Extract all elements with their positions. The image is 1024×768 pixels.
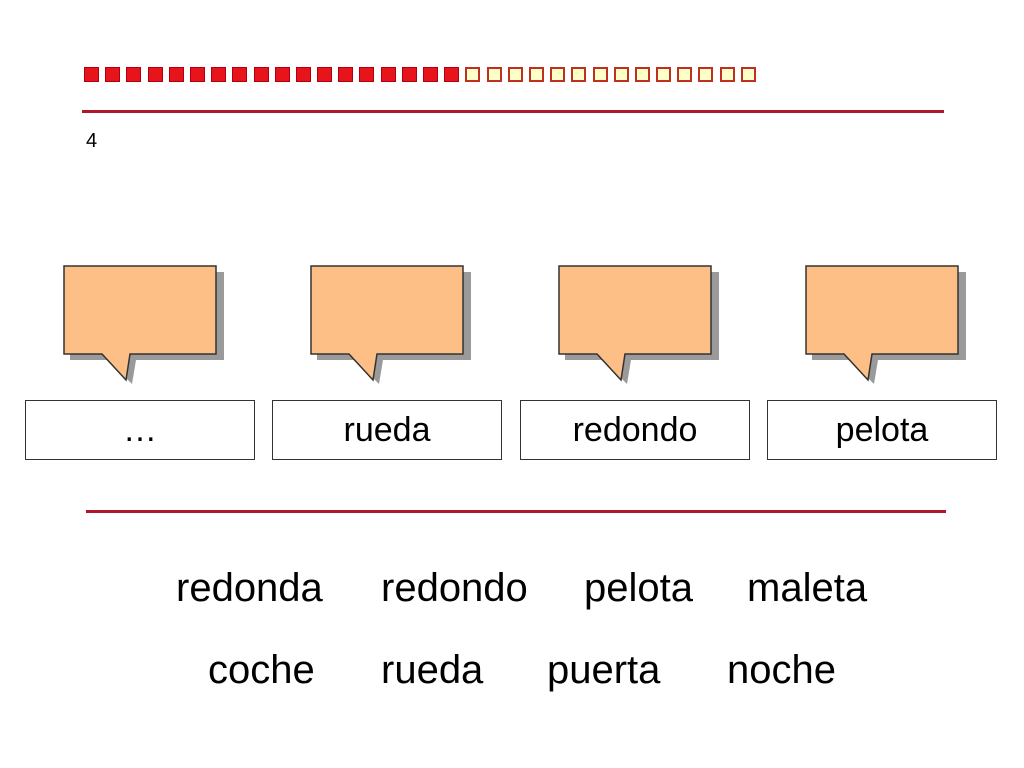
progress-square-empty xyxy=(677,67,693,82)
progress-square-filled xyxy=(274,67,290,82)
progress-square-filled xyxy=(253,67,269,82)
progress-square-filled xyxy=(126,67,142,82)
word-box-2[interactable]: rueda xyxy=(272,400,502,460)
word-option[interactable]: puerta xyxy=(547,648,661,692)
progress-square-filled xyxy=(295,67,311,82)
progress-square-filled xyxy=(105,67,121,82)
word-option[interactable]: redondo xyxy=(381,566,528,610)
middle-divider xyxy=(86,510,946,513)
progress-square-filled xyxy=(401,67,417,82)
progress-square-filled xyxy=(444,67,460,82)
progress-square-filled xyxy=(189,67,205,82)
word-option[interactable]: noche xyxy=(727,648,836,692)
progress-indicator xyxy=(84,67,756,82)
progress-square-empty xyxy=(656,67,672,82)
word-box-3[interactable]: redondo xyxy=(520,400,750,460)
progress-square-filled xyxy=(380,67,396,82)
word-option[interactable]: pelota xyxy=(584,566,693,610)
progress-square-empty xyxy=(740,67,756,82)
progress-square-empty xyxy=(465,67,481,82)
progress-square-empty xyxy=(719,67,735,82)
speech-bubble-3[interactable] xyxy=(557,264,721,388)
progress-square-empty xyxy=(571,67,587,82)
progress-square-empty xyxy=(507,67,523,82)
word-option[interactable]: maleta xyxy=(747,566,868,610)
progress-square-filled xyxy=(211,67,227,82)
progress-square-filled xyxy=(84,67,99,82)
page-number: 4 xyxy=(86,130,98,152)
progress-square-filled xyxy=(232,67,248,82)
progress-square-filled xyxy=(423,67,438,82)
progress-square-filled xyxy=(359,67,375,82)
word-box-1[interactable]: … xyxy=(25,400,255,460)
progress-square-empty xyxy=(592,67,608,82)
progress-square-empty xyxy=(550,67,566,82)
progress-square-filled xyxy=(147,67,163,82)
progress-square-filled xyxy=(338,67,354,82)
progress-square-empty xyxy=(613,67,629,82)
progress-square-empty xyxy=(486,67,502,82)
speech-bubble-2[interactable] xyxy=(309,264,473,388)
word-option[interactable]: coche xyxy=(208,648,315,692)
speech-bubble-4[interactable] xyxy=(804,264,968,388)
top-divider xyxy=(82,110,944,113)
word-option[interactable]: rueda xyxy=(381,648,484,692)
word-box-4[interactable]: pelota xyxy=(767,400,997,460)
progress-square-empty xyxy=(528,67,544,82)
speech-bubble-1[interactable] xyxy=(62,264,226,388)
progress-square-filled xyxy=(168,67,184,82)
progress-square-empty xyxy=(698,67,714,82)
word-option[interactable]: redonda xyxy=(176,566,323,610)
progress-square-empty xyxy=(634,67,650,82)
progress-square-filled xyxy=(317,67,333,82)
